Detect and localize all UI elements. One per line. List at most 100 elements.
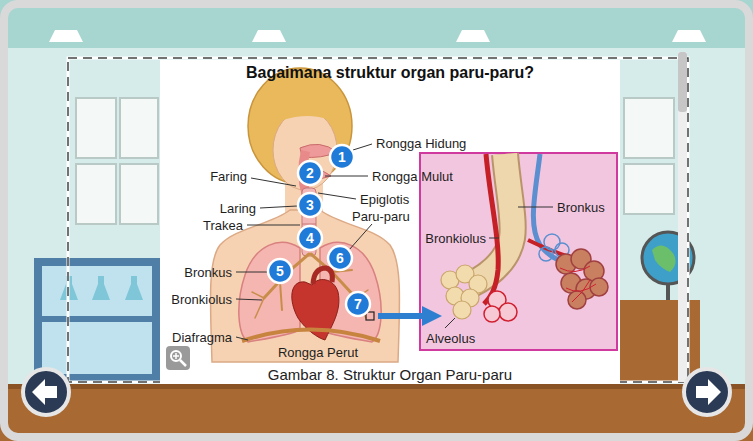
floor bbox=[0, 384, 753, 441]
nav-button bbox=[23, 369, 69, 415]
wall-window bbox=[120, 164, 158, 224]
zoom-arrow bbox=[378, 306, 442, 326]
ceiling-lamp bbox=[49, 30, 706, 42]
alveolus-cluster bbox=[453, 301, 471, 319]
callout-number: 5 bbox=[276, 263, 284, 279]
aorta bbox=[313, 268, 332, 284]
part-label: Rongga Mulut bbox=[372, 169, 453, 184]
bronchus-tube bbox=[470, 154, 513, 285]
leader-line bbox=[236, 144, 372, 340]
zoom-button bbox=[166, 346, 190, 370]
part-label: Bronkiolus bbox=[171, 292, 232, 307]
scrollbar bbox=[678, 52, 687, 382]
callout-number: 4 bbox=[296, 224, 324, 252]
zoom-button bbox=[180, 360, 186, 366]
leader-line bbox=[445, 207, 553, 328]
callout-circle bbox=[346, 292, 370, 316]
leader-line bbox=[489, 238, 499, 239]
capillary-net bbox=[539, 247, 553, 261]
callout-number: 7 bbox=[344, 290, 372, 318]
lab-cabinet bbox=[92, 276, 110, 300]
bronchial-tree bbox=[280, 282, 282, 310]
zoom-arrow bbox=[422, 306, 442, 326]
torso bbox=[210, 210, 399, 362]
callout-number: 1 bbox=[328, 143, 356, 171]
diaphragm bbox=[242, 330, 380, 342]
nav-button bbox=[32, 379, 57, 405]
trachea-ring bbox=[302, 224, 316, 225]
part-label: Bronkus bbox=[184, 265, 232, 280]
callout-number: 2 bbox=[296, 159, 324, 187]
alveolus-cluster bbox=[441, 265, 487, 319]
bronchus-tube bbox=[470, 154, 513, 285]
capillary-net bbox=[499, 303, 517, 321]
ceiling-lamp bbox=[456, 30, 490, 42]
lab-cabinet bbox=[42, 266, 152, 316]
leader-line bbox=[349, 224, 372, 250]
zoom-button bbox=[175, 353, 177, 359]
face bbox=[273, 110, 337, 190]
alveolus-cluster bbox=[568, 291, 586, 309]
white-panel bbox=[160, 60, 620, 384]
figure-caption: Gambar 8. Struktur Organ Paru-paru bbox=[160, 366, 620, 384]
lab-cabinet bbox=[34, 258, 160, 382]
callout-number: 4 bbox=[306, 230, 314, 246]
part-label: Rongga Hidung bbox=[376, 136, 466, 151]
lab-cabinet bbox=[42, 322, 152, 374]
leader-line bbox=[236, 299, 262, 300]
leader-line bbox=[445, 318, 455, 328]
wall-window bbox=[76, 98, 116, 158]
bronchial-tree bbox=[252, 292, 264, 298]
floor-edge bbox=[0, 384, 753, 389]
part-label: Epiglotis bbox=[360, 192, 409, 207]
callout-circle bbox=[298, 193, 322, 217]
ceiling-lamp bbox=[49, 30, 83, 42]
callout-number: 3 bbox=[306, 197, 314, 213]
leader-line bbox=[353, 144, 372, 150]
callout-number: 1 bbox=[338, 149, 346, 165]
part-label: Bronkus bbox=[557, 200, 605, 215]
callout-circle bbox=[298, 161, 322, 185]
callout-circle bbox=[268, 259, 292, 283]
callout-circle bbox=[328, 246, 352, 270]
lab-cabinet bbox=[125, 276, 143, 300]
part-label: Trakea bbox=[203, 218, 243, 233]
part-label: Diafragma bbox=[172, 330, 232, 345]
callout-circle bbox=[330, 145, 354, 169]
alveolus-cluster bbox=[556, 249, 608, 309]
leader-line bbox=[236, 272, 267, 273]
zoom-arrow bbox=[378, 313, 424, 319]
part-label: Bronkiolus bbox=[425, 231, 486, 246]
callout-number: 2 bbox=[306, 165, 314, 181]
zoom-button bbox=[166, 346, 190, 370]
callout-number: 5 bbox=[266, 257, 294, 285]
zoom-button bbox=[171, 351, 181, 361]
outer-frame bbox=[4, 4, 749, 437]
callout-number: 6 bbox=[336, 250, 344, 266]
capillary-net bbox=[560, 266, 596, 302]
leader-line bbox=[318, 193, 356, 199]
globe bbox=[652, 245, 676, 272]
ceiling-lamp bbox=[672, 30, 706, 42]
part-label: Laring bbox=[220, 201, 256, 216]
globe bbox=[666, 284, 670, 300]
nav-button bbox=[696, 379, 721, 405]
part-label: Rongga Perut bbox=[278, 345, 358, 360]
wall-window bbox=[624, 164, 674, 214]
content-frame bbox=[68, 52, 688, 384]
leader-line bbox=[247, 225, 300, 226]
lab-cabinet bbox=[34, 258, 160, 382]
leader-line bbox=[251, 178, 296, 186]
alveolus-cluster bbox=[590, 278, 608, 296]
callout-number: 6 bbox=[326, 244, 354, 272]
ceiling-lamp bbox=[252, 30, 286, 42]
leader-line bbox=[260, 206, 297, 208]
slide-title: Bagaimana struktur organ paru-paru? bbox=[160, 63, 620, 83]
part-label: Paru-paru bbox=[352, 209, 410, 224]
leader-line bbox=[325, 176, 368, 177]
bronchial-tree bbox=[255, 298, 264, 318]
callout-number: 7 bbox=[354, 296, 362, 312]
leader-line bbox=[518, 207, 553, 208]
